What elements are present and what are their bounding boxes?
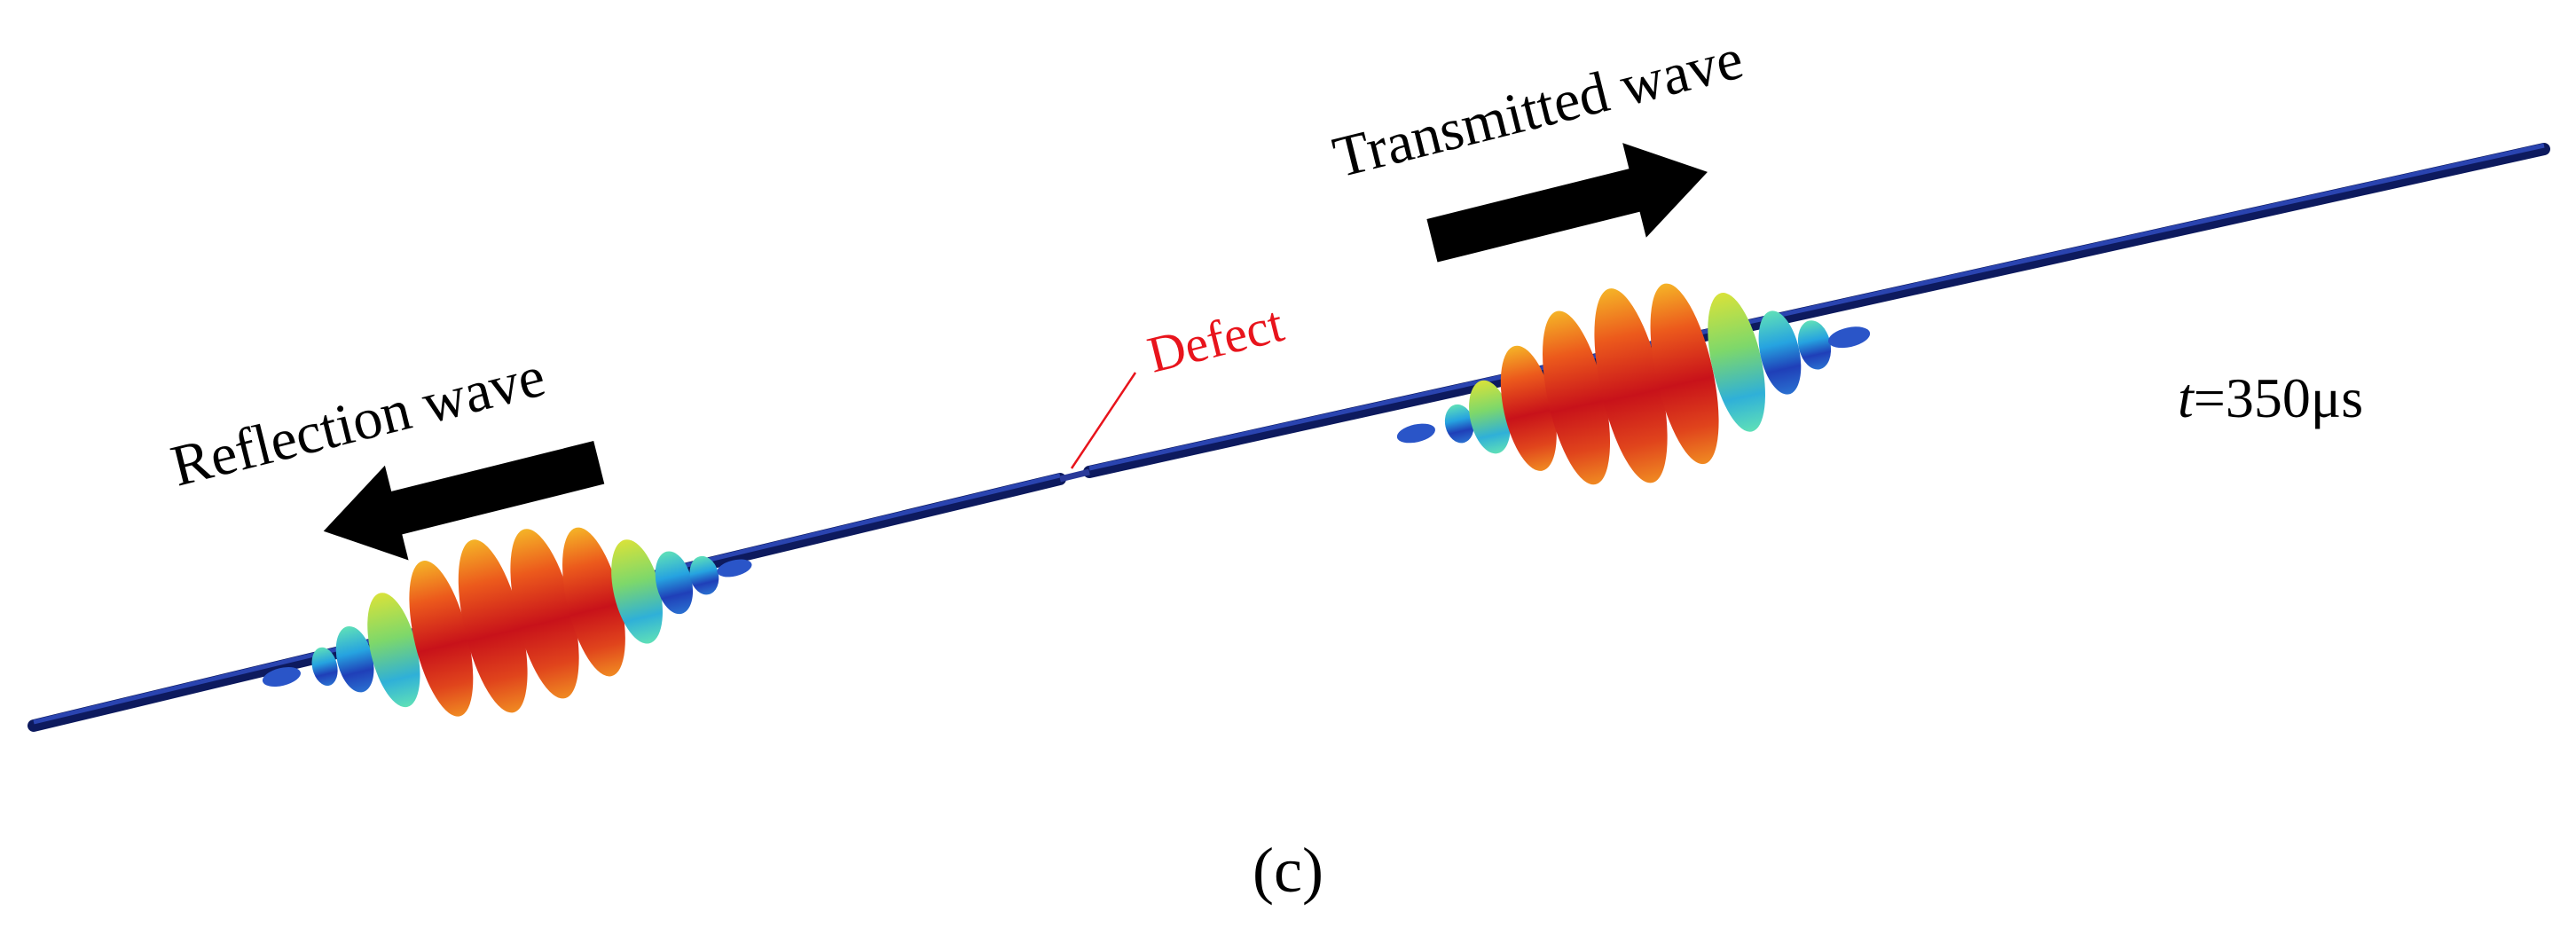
transmitted-arrow: [1426, 143, 1708, 263]
rod-segment-right: [1083, 143, 2550, 478]
defect-label: Defect: [1142, 295, 1289, 383]
time-variable: t: [2178, 366, 2195, 429]
panel-label: (c): [1253, 835, 1323, 906]
time-value: =350μs: [2194, 366, 2363, 429]
reflection-wave-packet: [262, 527, 752, 717]
reflection-arrow: [323, 441, 605, 561]
time-label: t=350μs: [2178, 366, 2363, 429]
defect-leader-line: [1070, 372, 1137, 469]
defect-notch: [1059, 468, 1090, 483]
transmitted-wave-packet: [1396, 283, 1871, 485]
